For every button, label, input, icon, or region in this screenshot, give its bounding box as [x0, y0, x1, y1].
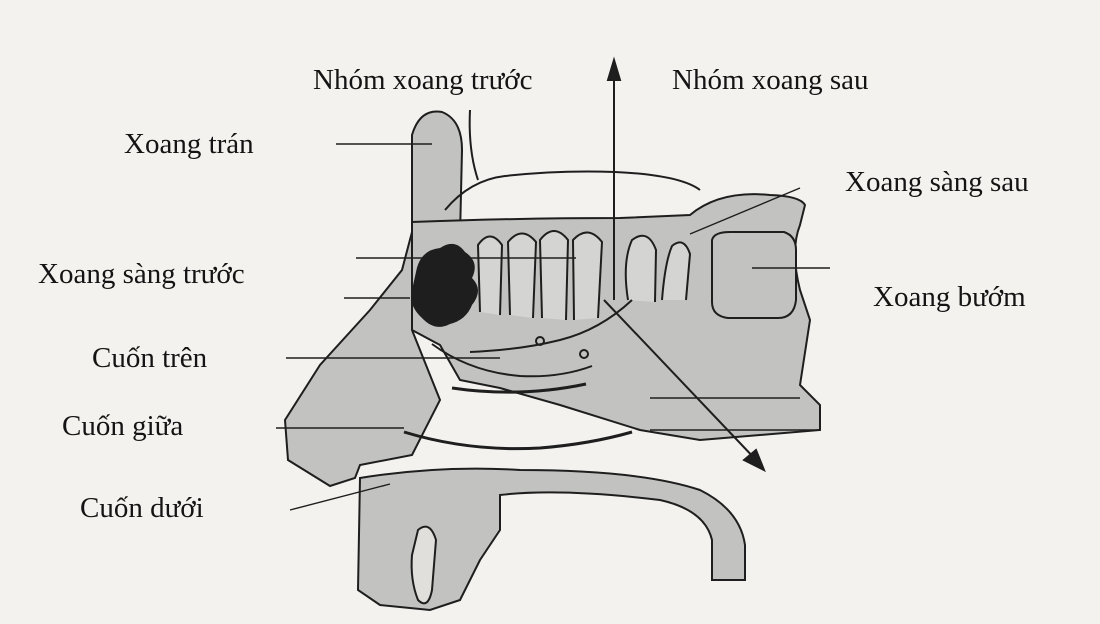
label-superior-turbinate: Cuốn trên: [92, 344, 207, 373]
label-inferior-turbinate: Cuốn dưới: [80, 494, 204, 523]
frontal-sinus-shape: [412, 111, 462, 236]
label-sphenoid-sinus: Xoang bướm: [873, 283, 1026, 312]
label-anterior-ethmoid: Xoang sàng trước: [38, 260, 245, 289]
label-anterior-group: Nhóm xoang trước: [313, 66, 533, 95]
label-frontal-sinus: Xoang trán: [124, 130, 254, 159]
sphenoid-sinus-shape: [712, 232, 796, 318]
inferior-turbinate-curve: [404, 432, 632, 449]
label-posterior-group: Nhóm xoang sau: [672, 66, 869, 95]
label-middle-turbinate: Cuốn giữa: [62, 412, 183, 441]
label-posterior-ethmoid: Xoang sàng sau: [845, 168, 1029, 197]
lower-lobe-shape: [412, 527, 436, 604]
